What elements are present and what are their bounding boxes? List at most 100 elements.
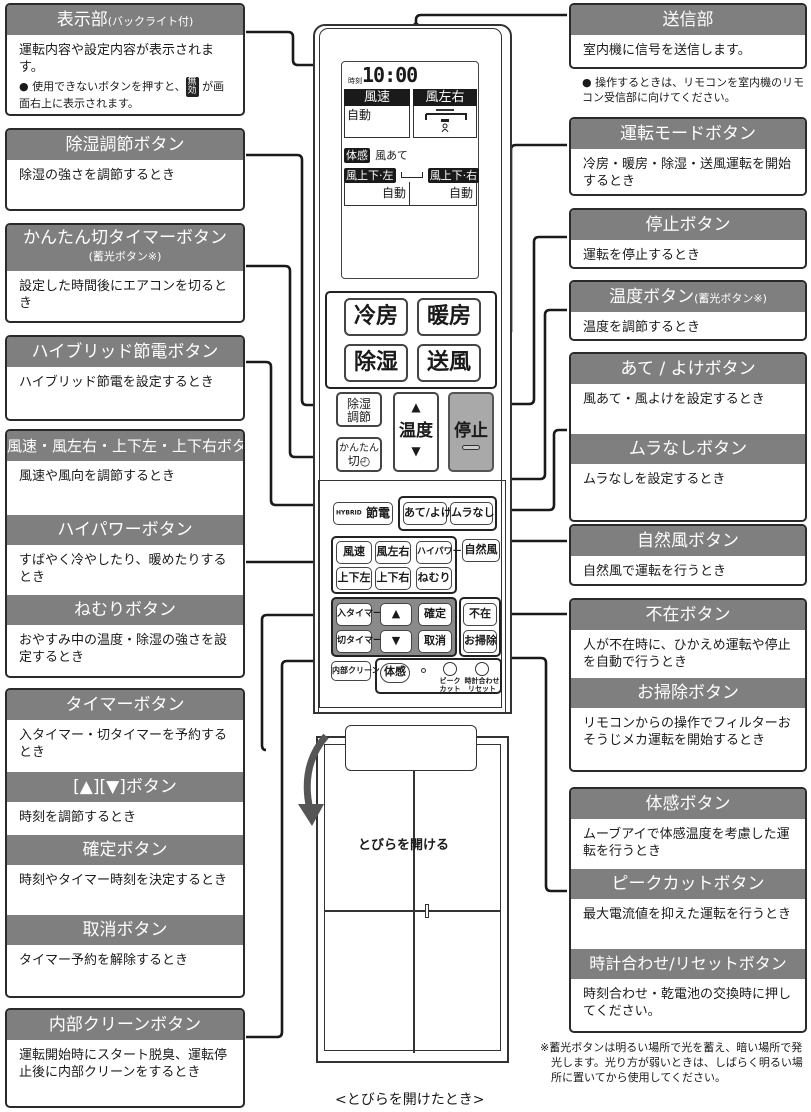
fan-speed-button[interactable]: 風速 [336, 541, 372, 564]
callout-title: ねむりボタン [7, 595, 243, 625]
callout-body: 風速や風向を調節するとき [19, 469, 176, 484]
lcd-ud-row: 風上下·左 風上下·右 [344, 164, 480, 183]
line-peak-cut [505, 656, 567, 893]
mode-button-group: 冷房 暖房 除湿 送風 [325, 291, 497, 389]
peak-cut-label: ピーク カット [439, 677, 461, 693]
stop-button[interactable]: 停止 [448, 392, 494, 472]
callout-ate-muranashi: あて / よけボタン 風あて・風よけを設定するとき ムラなしボタン ムラなしを設… [569, 352, 807, 522]
line-easy-timer [246, 264, 336, 459]
callout-easy-off-timer: かんたん切タイマーボタン(蓄光ボタン※) 設定した時間後にエアコンを切るとき [5, 223, 245, 323]
inner-clean-button[interactable]: 内部クリーン [331, 661, 380, 681]
absent-clean-group: 不在 お掃除 [459, 597, 501, 657]
callout-title: 風速・風左右・上下左・上下右ボタン [7, 431, 243, 461]
ud-left-button[interactable]: 上下左 [336, 567, 372, 590]
clock-reset-button[interactable] [475, 662, 489, 676]
natural-wind-button[interactable]: 自然風 [462, 539, 500, 562]
on-timer-button[interactable]: 入タイマー [336, 603, 382, 626]
temperature-button[interactable]: ▲ 温度 ▼ [393, 392, 439, 472]
callout-title: かんたん切タイマーボタン(蓄光ボタン※) [7, 225, 243, 271]
lcd-fan-speed-value: 自動 [344, 106, 410, 138]
callout-title: 自然風ボタン [571, 526, 805, 556]
lcd-taikan-text: 風あて [375, 149, 408, 162]
callout-title: 確定ボタン [7, 835, 243, 865]
callout-title: 除湿調節ボタン [7, 130, 243, 160]
callout-title: 停止ボタン [571, 210, 805, 240]
cancel-button[interactable]: 取消 [418, 630, 452, 653]
callout-body: ムラなしを設定するとき [583, 472, 726, 487]
absent-button[interactable]: 不在 [463, 603, 497, 626]
callout-body: 時刻やタイマー時刻を決定するとき [19, 873, 228, 888]
lcd-taikan-tag: 体感 [344, 148, 370, 163]
ud-right-button[interactable]: 上下右 [375, 567, 411, 590]
callout-title: 温度ボタン(蓄光ボタン※) [571, 282, 805, 312]
temp-up-icon[interactable]: ▲ [411, 400, 421, 414]
muranashi-button[interactable]: ムラなし [450, 502, 494, 525]
fan-lr-button[interactable]: 風左右 [375, 541, 411, 564]
callout-body: 自然風で運転を行うとき [583, 564, 727, 579]
transmitter-note: ● 操作するときは、リモコンを室内機のリモコン受信部に向けてください。 [582, 76, 805, 104]
lower-panel: HYBRID 節電 あて/よけ ムラなし 風速 風左右 ハイパワー 上下左 上下… [318, 480, 506, 714]
door-divider-horizontal [324, 910, 501, 912]
callout-body: 運転内容や設定内容が表示されます。 ● 使用できないボタンを押すと、無効 が画面… [7, 35, 243, 114]
lcd-ud-right-value: 自動 [410, 182, 477, 206]
timer-button-group: 入タイマー ▲ 確定 切タイマー ▼ 取消 [331, 597, 457, 657]
lcd-display: 時刻 10:00 風速 風左右 自動 体感 風あて 風上下·左 風上下·右 自動… [341, 61, 480, 279]
off-timer-button[interactable]: 切タイマー [336, 630, 382, 653]
callout-fan-group: 風速・風左右・上下左・上下右ボタン 風速や風向を調節するとき ハイパワーボタン … [5, 429, 245, 678]
callout-title: ハイブリッド節電ボタン [7, 337, 243, 367]
callout-body: タイマー予約を解除するとき [19, 953, 189, 968]
lcd-fan-lr-label: 風左右 [413, 89, 477, 106]
fan-button-group: 風速 風左右 ハイパワー 上下左 上下右 ねむり [331, 536, 462, 594]
lcd-time: 10:00 [362, 63, 418, 87]
up-button[interactable]: ▲ [380, 603, 412, 626]
line-dehumid-adjust [246, 153, 336, 407]
bottom-button-group: 体感 ピーク カット 時計合わせ リセット [375, 658, 502, 694]
airflow-person-icon [425, 109, 467, 133]
callout-body: 温度を調節するとき [583, 320, 701, 335]
down-button[interactable]: ▼ [380, 630, 412, 653]
callout-taikan-group: 体感ボタン ムーブアイで体感温度を考慮した運転を行うとき ピークカットボタン 最… [569, 787, 807, 1033]
line-inner-clean [246, 659, 332, 1039]
callout-body: 冷房・暖房・除湿・送風運転を開始するとき [583, 157, 792, 189]
callout-body: 時刻合わせ・乾電池の交換時に押してください。 [583, 987, 792, 1019]
line-hybrid [246, 360, 336, 507]
fan-button[interactable]: 送風 [417, 344, 481, 382]
lcd-fan-lr-value [413, 106, 477, 138]
hi-power-button[interactable]: ハイパワー [416, 541, 462, 564]
lcd-taikan-row: 体感 風あて [344, 144, 408, 163]
hybrid-save-button[interactable]: HYBRID 節電 [333, 502, 393, 525]
door-handle[interactable] [345, 725, 477, 771]
callout-body: リモコンからの操作でフィルターおそうじメカ運転を開始するとき [583, 716, 791, 748]
taikan-button[interactable]: 体感 [380, 663, 410, 683]
line-temperature [416, 308, 567, 481]
callout-body: 人が不在時に、ひかえめ運転や停止を自動で行うとき [583, 638, 791, 670]
unit-icon [400, 171, 423, 178]
battery-door[interactable] [316, 736, 509, 1063]
callout-body: 風あて・風よけを設定するとき [583, 392, 765, 407]
callout-inner-clean: 内部クリーンボタン 運転開始時にスタート脱臭、運転停止後に内部クリーンをするとき [5, 1008, 245, 1108]
heat-button[interactable]: 暖房 [417, 298, 481, 336]
easy-off-timer-button[interactable]: かんたん切◴ [336, 437, 382, 472]
callout-title: ピークカットボタン [571, 869, 805, 899]
ate-muranashi-group: あて/よけ ムラなし [398, 496, 497, 531]
temp-down-icon[interactable]: ▼ [411, 444, 421, 458]
callout-dehumid-adjust: 除湿調節ボタン 除湿の強さを調節するとき [5, 128, 245, 211]
footnote: ※蓄光ボタンは明るい場所で光を蓄え、暗い場所で発光します。光り方が弱いときは、し… [540, 1041, 803, 1084]
callout-title: 体感ボタン [571, 789, 805, 819]
cool-button[interactable]: 冷房 [344, 298, 408, 336]
sleep-button[interactable]: ねむり [416, 567, 452, 590]
lcd-fan-speed-label: 風速 [344, 89, 410, 106]
dry-button[interactable]: 除湿 [344, 344, 408, 382]
temp-label: 温度 [399, 421, 433, 441]
lcd-ud-left-value: 自動 [344, 182, 410, 206]
open-arrow-icon [298, 733, 329, 826]
bottom-caption: <とびらを開けたとき> [335, 1092, 485, 1108]
peak-cut-button[interactable] [443, 662, 457, 676]
dehumid-adjust-button[interactable]: 除湿調節 [336, 392, 382, 427]
callout-body: 運転開始時にスタート脱臭、運転停止後に内部クリーンをするとき [19, 1048, 228, 1080]
confirm-button[interactable]: 確定 [418, 603, 452, 626]
callout-body: ハイブリッド節電を設定するとき [19, 375, 214, 390]
cleaning-button[interactable]: お掃除 [463, 630, 497, 653]
ate-yoke-button[interactable]: あて/よけ [403, 502, 452, 525]
line-stop [500, 235, 567, 406]
